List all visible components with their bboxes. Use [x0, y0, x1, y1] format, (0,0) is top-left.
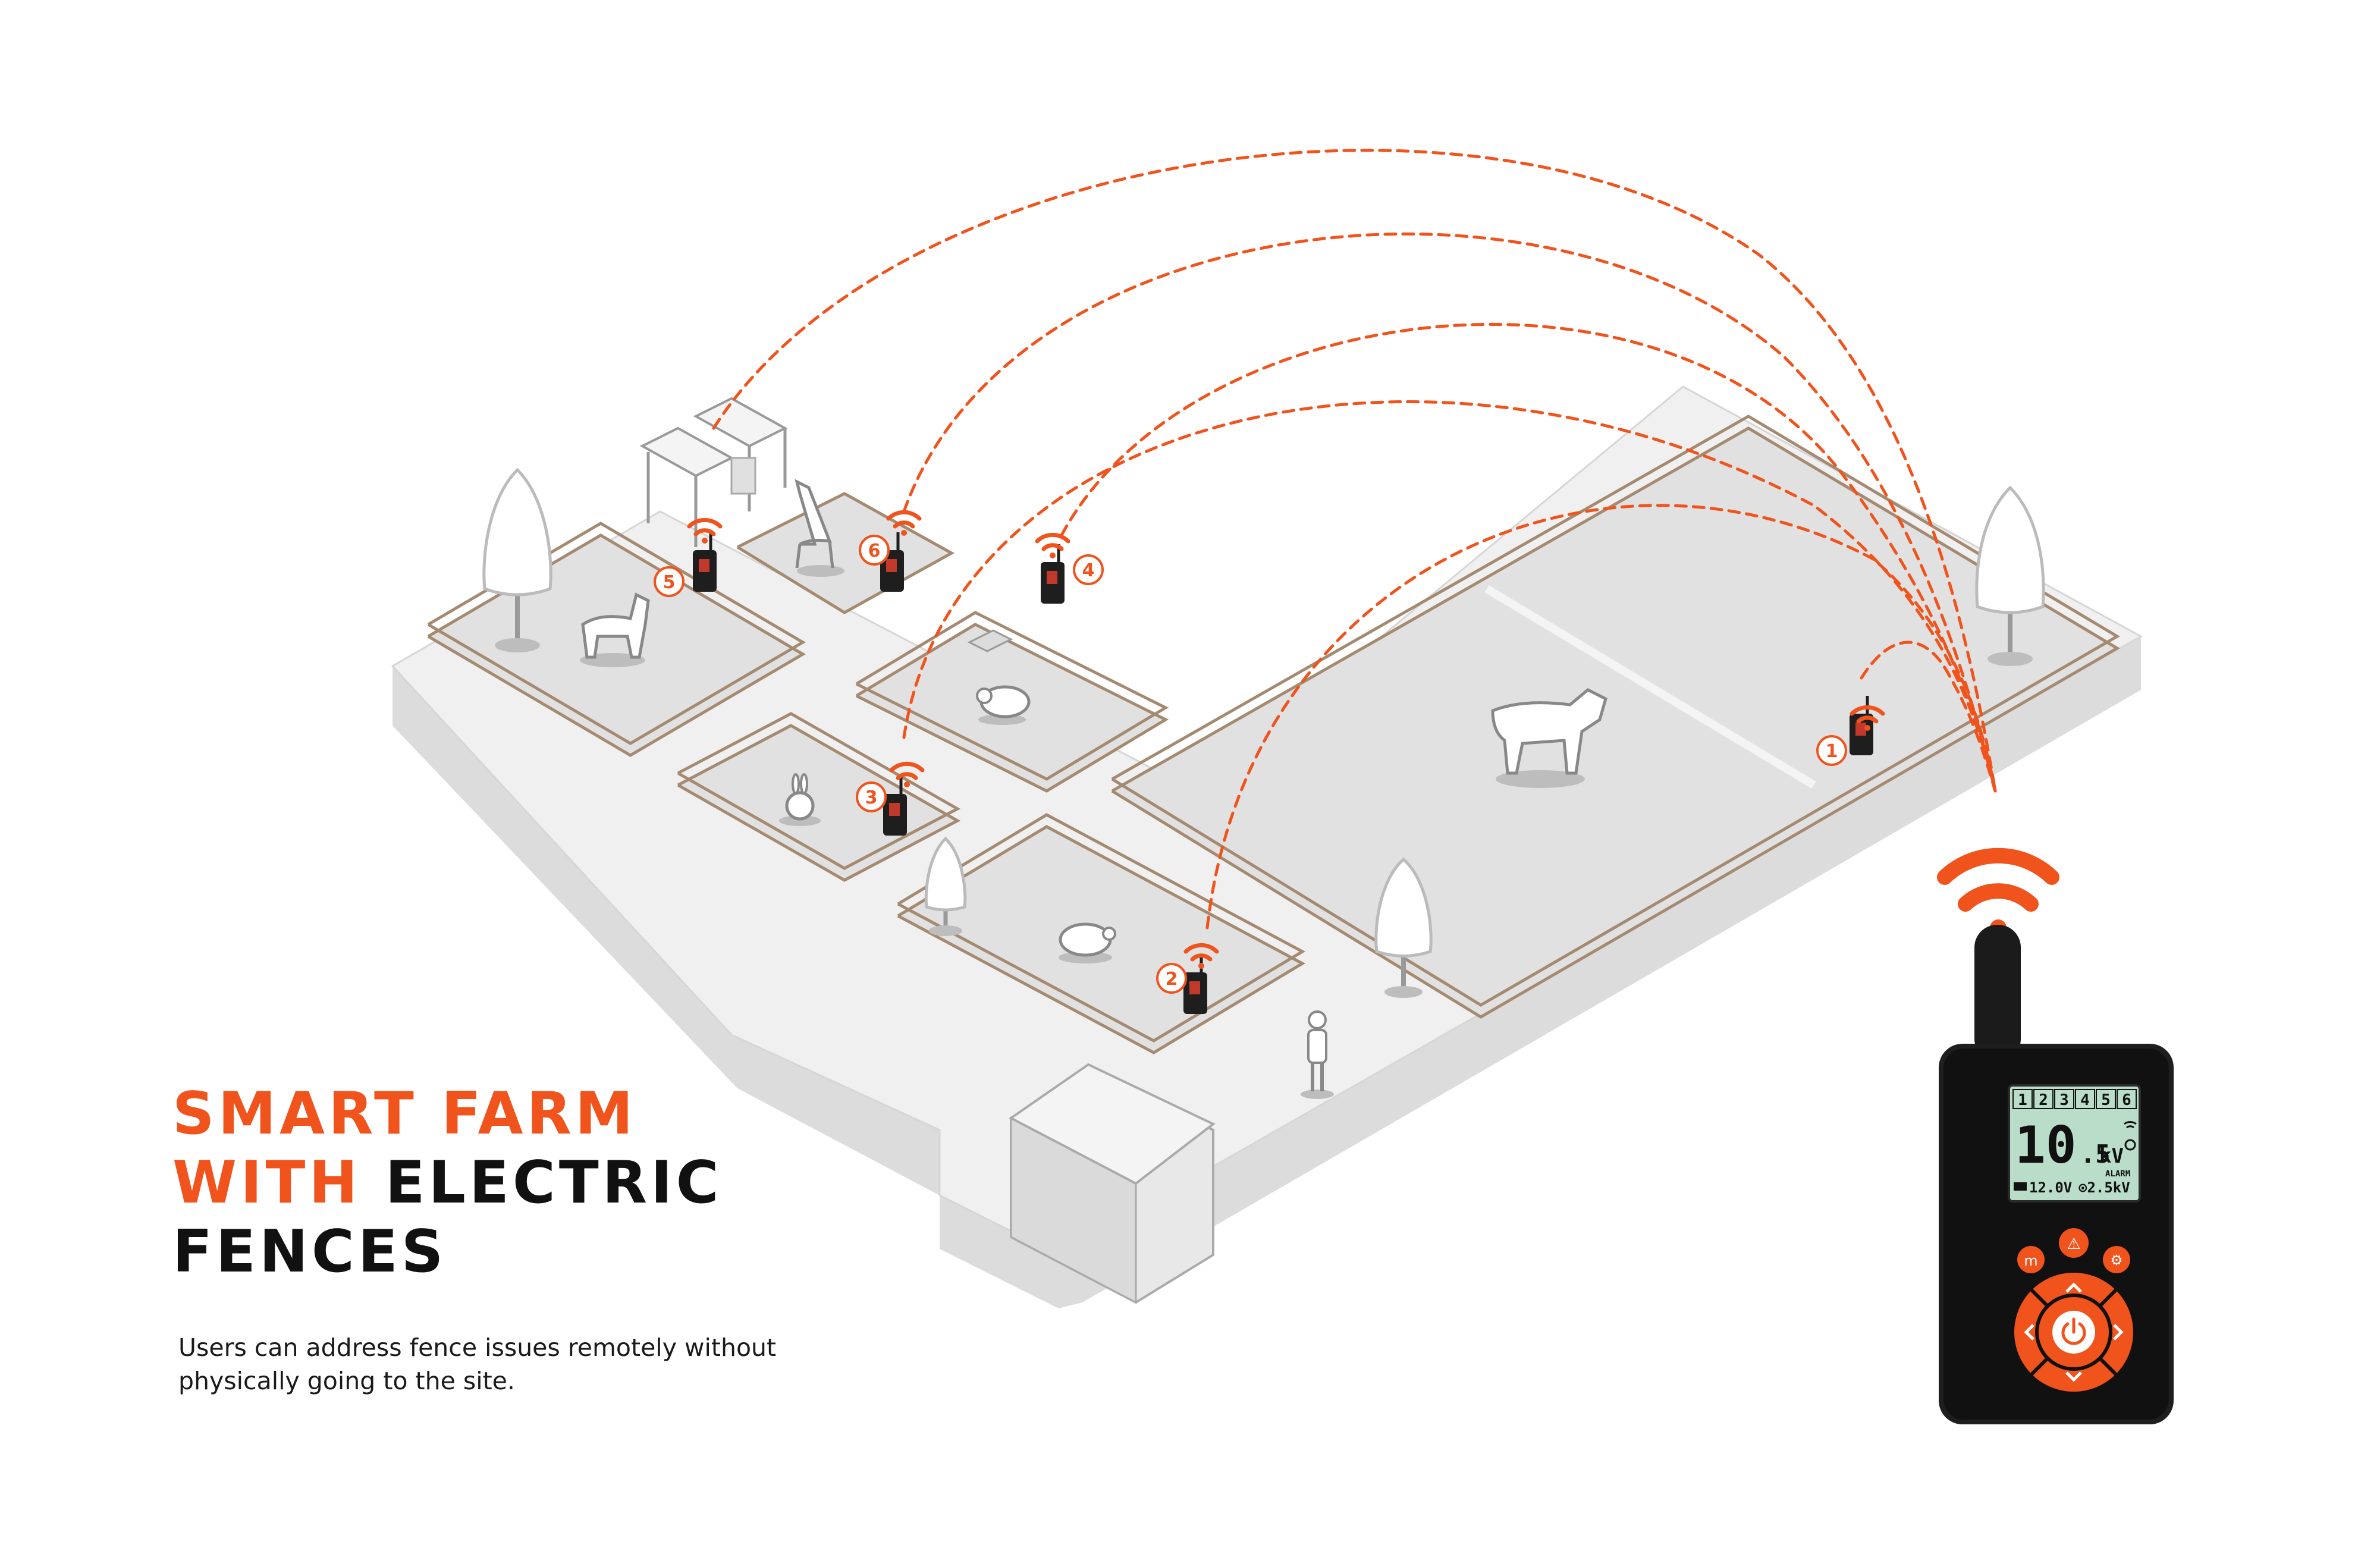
m-button-glyph: m	[2024, 1252, 2037, 1269]
wifi-icon	[886, 510, 922, 536]
trees	[482, 467, 2045, 998]
node-number-label: 3	[865, 787, 878, 808]
channel-number: 6	[2122, 1091, 2131, 1109]
signal-arc-3	[902, 400, 1997, 793]
barn-icon	[1009, 1063, 1216, 1304]
headline-line-1: SMART FARM	[172, 1080, 637, 1148]
trough-icon	[967, 629, 1013, 652]
wifi-icon	[1035, 532, 1070, 558]
tree-icon	[1975, 485, 2045, 666]
node-number-label: 4	[1082, 560, 1095, 581]
channel-number: 1	[2018, 1091, 2027, 1109]
node-number-label: 2	[1166, 969, 1178, 990]
channel-number: 3	[2059, 1091, 2069, 1109]
node-number-label: 6	[868, 541, 881, 561]
alarm-value: ⊙2.5kV	[2078, 1179, 2130, 1196]
tree-icon	[1374, 857, 1433, 998]
wifi-icon	[1937, 847, 2059, 936]
alarm-indicator-icon	[2124, 1139, 2136, 1151]
gear-icon: ⚙	[2110, 1252, 2123, 1269]
remote-buttons: m ⚠ ⚙	[2014, 1228, 2133, 1392]
wifi-icon	[889, 761, 925, 787]
signal-arc-2	[1205, 504, 1997, 930]
fence-node: 5	[654, 517, 723, 597]
voltage-decimal: .5	[2080, 1139, 2111, 1169]
channel-number: 5	[2101, 1091, 2111, 1109]
warning-icon: ⚠	[2067, 1235, 2080, 1253]
headline-line-3: FENCES	[172, 1218, 447, 1286]
fence-node: 3	[856, 761, 925, 836]
power-icon	[2061, 1322, 2086, 1345]
voltage-unit: kV	[2099, 1144, 2124, 1168]
headline-with: WITH	[172, 1149, 362, 1217]
fences	[427, 415, 2120, 1054]
m-button-icon[interactable]	[2017, 1246, 2045, 1273]
headline-electric: ELECTRIC	[385, 1149, 723, 1217]
tree-icon	[924, 836, 967, 936]
description: Users can address fence issues remotely …	[178, 1333, 777, 1395]
cow-icon	[1491, 688, 1607, 788]
voltage-main: 10	[2015, 1116, 2077, 1175]
sheep-icon	[976, 685, 1031, 725]
node-number-label: 1	[1826, 741, 1838, 762]
giraffe-icon	[795, 479, 844, 577]
fence-node: 6	[859, 510, 922, 592]
node-number-label: 5	[663, 572, 676, 593]
headline: SMART FARM WITH ELECTRIC FENCES	[172, 1079, 723, 1286]
signal-arc-1	[1860, 641, 1997, 793]
wifi-icon	[1850, 705, 1885, 731]
chevron-left-icon[interactable]	[2024, 1324, 2034, 1340]
alarm-label: ALARM	[2105, 1169, 2130, 1179]
warning-button[interactable]	[2059, 1228, 2089, 1258]
signal-arcs	[712, 149, 1997, 930]
farmer-icon	[1301, 1010, 1334, 1099]
chevron-right-icon[interactable]	[2113, 1324, 2124, 1340]
wifi-icon	[1183, 943, 1219, 969]
signal-arc-5	[712, 149, 1997, 793]
chevron-down-icon[interactable]	[2065, 1371, 2082, 1382]
battery-icon	[2014, 1182, 2027, 1191]
battery-value: 12.0V	[2029, 1179, 2072, 1196]
fence-node: 2	[1156, 943, 1219, 1014]
horse-icon	[580, 592, 650, 667]
rabbit-icon	[779, 773, 821, 826]
headline-line-2: WITH ELECTRIC	[172, 1148, 723, 1217]
signal-arc-6	[902, 232, 1997, 793]
wifi-icon	[2124, 1121, 2137, 1129]
fence-node: 4	[1035, 532, 1104, 604]
animals	[580, 479, 1607, 1099]
stable-icon	[639, 397, 788, 547]
tree-icon	[482, 467, 552, 652]
chevron-up-icon[interactable]	[2065, 1282, 2082, 1293]
fence-nodes: 1 2 3 4 5 6	[654, 510, 1885, 1014]
pig-icon	[1059, 922, 1116, 963]
channel-number: 4	[2080, 1091, 2090, 1109]
fence-node: 1	[1816, 696, 1885, 766]
wifi-icon	[687, 517, 723, 544]
sheds	[639, 397, 1216, 1304]
gear-button[interactable]	[2103, 1246, 2130, 1273]
channel-number: 2	[2039, 1091, 2048, 1109]
